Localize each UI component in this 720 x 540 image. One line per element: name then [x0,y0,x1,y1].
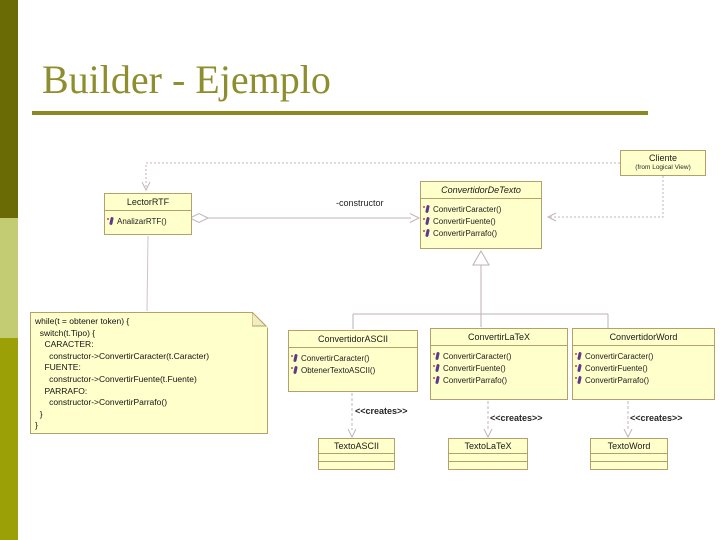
note-code-line: CARACTER: [35,339,94,350]
note-code-line: constructor->ConvertirFuente(t.Fuente) [35,373,197,384]
method-label: ConvertirFuente() [443,363,506,373]
method-label: ConvertirParrafo() [433,228,498,238]
method-row: ConvertirFuente() [421,215,541,227]
note-fold-icon [252,312,268,328]
method-label: ConvertirParrafo() [585,375,650,385]
operation-icon [575,376,583,385]
operation-icon [423,205,431,214]
association-role-label: -constructor [336,198,384,208]
dependency-cliente-lectorrtf [141,162,620,192]
class-cliente: Cliente (from Logical View) [620,150,706,176]
method-row: ConvertirCaracter() [431,350,567,362]
operation-icon [433,352,441,361]
operation-icon [291,366,299,375]
method-row: ConvertirParrafo() [573,374,714,386]
operation-icon [433,364,441,373]
class-stereotype: (from Logical View) [635,164,691,171]
method-label: ObtenerTextoASCII() [301,365,376,375]
method-label: AnalizarRTF() [117,216,167,226]
method-row: ConvertirCaracter() [289,352,417,364]
method-label: ConvertirCaracter() [585,351,654,361]
method-row: ConvertirParrafo() [431,374,567,386]
operation-icon [575,364,583,373]
method-row: ConvertirFuente() [573,362,714,374]
class-title: TextoLaTeX [449,439,527,454]
class-title: ConvertidorDeTexto [421,182,541,199]
class-convertirlatex: ConvertirLaTeX ConvertirCaracter() Conve… [430,328,568,400]
note-code-line: switch(t.Tipo) { [35,327,96,338]
creates-label-latex: <<creates>> [490,413,543,423]
slide-title: Builder - Ejemplo [42,57,331,102]
note-code-line: FUENTE: [35,362,81,373]
operation-icon [433,376,441,385]
empty-attribute-compartment [449,454,527,462]
method-label: ConvertirFuente() [585,363,648,373]
method-label: ConvertirCaracter() [433,204,502,214]
method-label: ConvertirParrafo() [443,375,508,385]
operation-icon [291,354,299,363]
class-lectorrtf: LectorRTF AnalizarRTF() [104,193,192,235]
class-title: ConvertidorWord [573,329,714,346]
note-code-line: while(t = obtener token) { [35,316,130,326]
empty-attribute-compartment [319,454,394,462]
operation-icon [575,352,583,361]
method-row: AnalizarRTF() [105,215,191,227]
method-row: ConvertirFuente() [431,362,567,374]
operation-icon [107,217,115,226]
method-row: ConvertirCaracter() [573,350,714,362]
note-code-line: constructor->ConvertirParrafo() [35,397,168,408]
class-convertidordetexto: ConvertidorDeTexto ConvertirCaracter() C… [420,181,542,249]
note-code-line: } [35,420,38,431]
method-label: ConvertirCaracter() [443,351,512,361]
note-code-line: PARRAFO: [35,385,88,396]
class-title: LectorRTF [105,194,191,211]
title-underline [32,111,648,115]
generalization-tree [352,249,609,329]
association-constructor [188,212,421,224]
sidebar-block-light [0,218,18,338]
sidebar-block-olive [0,338,18,540]
dependency-cliente-convertidordetexto [546,176,664,222]
note-code-line: } [35,408,43,419]
class-textolatex: TextoLaTeX [448,438,528,470]
empty-attribute-compartment [591,454,667,462]
class-textoword: TextoWord [590,438,668,470]
class-title: Cliente [648,153,677,163]
class-title: ConvertidorASCII [289,331,417,348]
class-textoascii: TextoASCII [318,438,395,470]
class-convertidorword: ConvertidorWord ConvertirCaracter() Conv… [572,328,715,400]
note-anchor-line [146,235,149,312]
note-code-line: constructor->ConvertirCaracter(t.Caracte… [35,350,210,361]
method-row: ObtenerTextoASCII() [289,364,417,376]
sidebar-block-dark [0,0,18,218]
method-row: ConvertirCaracter() [421,203,541,215]
class-title: TextoWord [591,439,667,454]
creates-label-word: <<creates>> [630,413,683,423]
class-title: ConvertirLaTeX [431,329,567,346]
class-convertidorascii: ConvertidorASCII ConvertirCaracter() Obt… [288,330,418,392]
creates-label-ascii: <<creates>> [355,406,408,416]
operation-icon [423,229,431,238]
method-row: ConvertirParrafo() [421,227,541,239]
operation-icon [423,217,431,226]
method-label: ConvertirCaracter() [301,353,370,363]
class-title: TextoASCII [319,439,394,454]
uml-note: while(t = obtener token) { switch(t.Tipo… [30,312,268,434]
method-label: ConvertirFuente() [433,216,496,226]
